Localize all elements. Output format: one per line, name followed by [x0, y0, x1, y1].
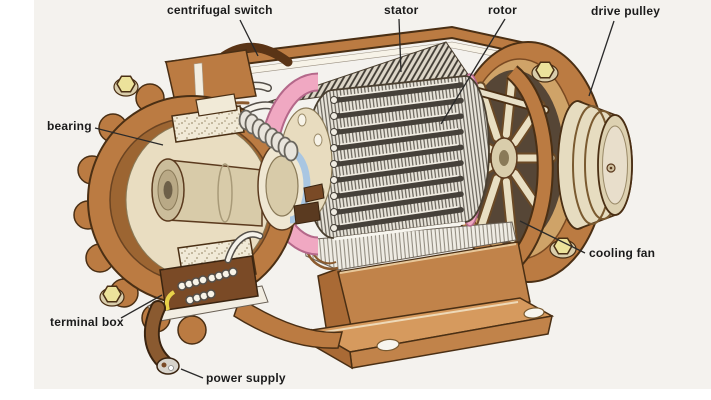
label-stator: stator	[384, 3, 419, 17]
label-drive-pulley: drive pulley	[591, 4, 661, 18]
centrifugal-switch-spring	[238, 109, 299, 162]
drive-pulley-part	[557, 100, 633, 230]
label-centrifugal-switch: centrifugal switch	[167, 3, 273, 17]
through-bolt	[549, 237, 577, 259]
mounting-foot	[309, 241, 555, 370]
label-bearing: bearing	[47, 119, 92, 133]
foot-bolt-hole	[523, 307, 545, 319]
terminal-coils	[177, 267, 238, 305]
yellow-wire	[164, 290, 176, 311]
switch-contacts	[293, 201, 321, 225]
rotor-cylinder	[304, 73, 490, 241]
leader-centrifugal-switch	[239, 19, 259, 57]
label-terminal-box: terminal box	[50, 315, 124, 329]
casing-belly	[233, 296, 343, 349]
leader-cooling-fan	[519, 220, 586, 254]
leader-bearing	[94, 127, 164, 146]
leader-rotor	[440, 18, 506, 125]
leader-stator	[398, 18, 402, 73]
through-bolt	[113, 75, 139, 97]
cable-end	[156, 357, 180, 375]
through-bolt	[531, 61, 559, 83]
rotor-bar-hooks	[330, 96, 338, 232]
label-rotor: rotor	[488, 3, 517, 17]
foot-bolt-hole	[376, 338, 400, 352]
rotor-bars	[334, 82, 464, 231]
end-bracket-arm	[502, 65, 554, 275]
leader-terminal-box	[120, 294, 163, 319]
leader-power-supply	[180, 368, 204, 379]
leader-drive-pulley	[588, 20, 615, 97]
label-cooling-fan: cooling fan	[589, 246, 656, 260]
label-power-supply: power supply	[206, 371, 286, 385]
leader-lines	[94, 18, 615, 379]
white-wire	[226, 232, 262, 262]
power-cable	[143, 300, 180, 375]
through-bolt	[99, 285, 125, 307]
terminal-box-part	[147, 230, 269, 323]
